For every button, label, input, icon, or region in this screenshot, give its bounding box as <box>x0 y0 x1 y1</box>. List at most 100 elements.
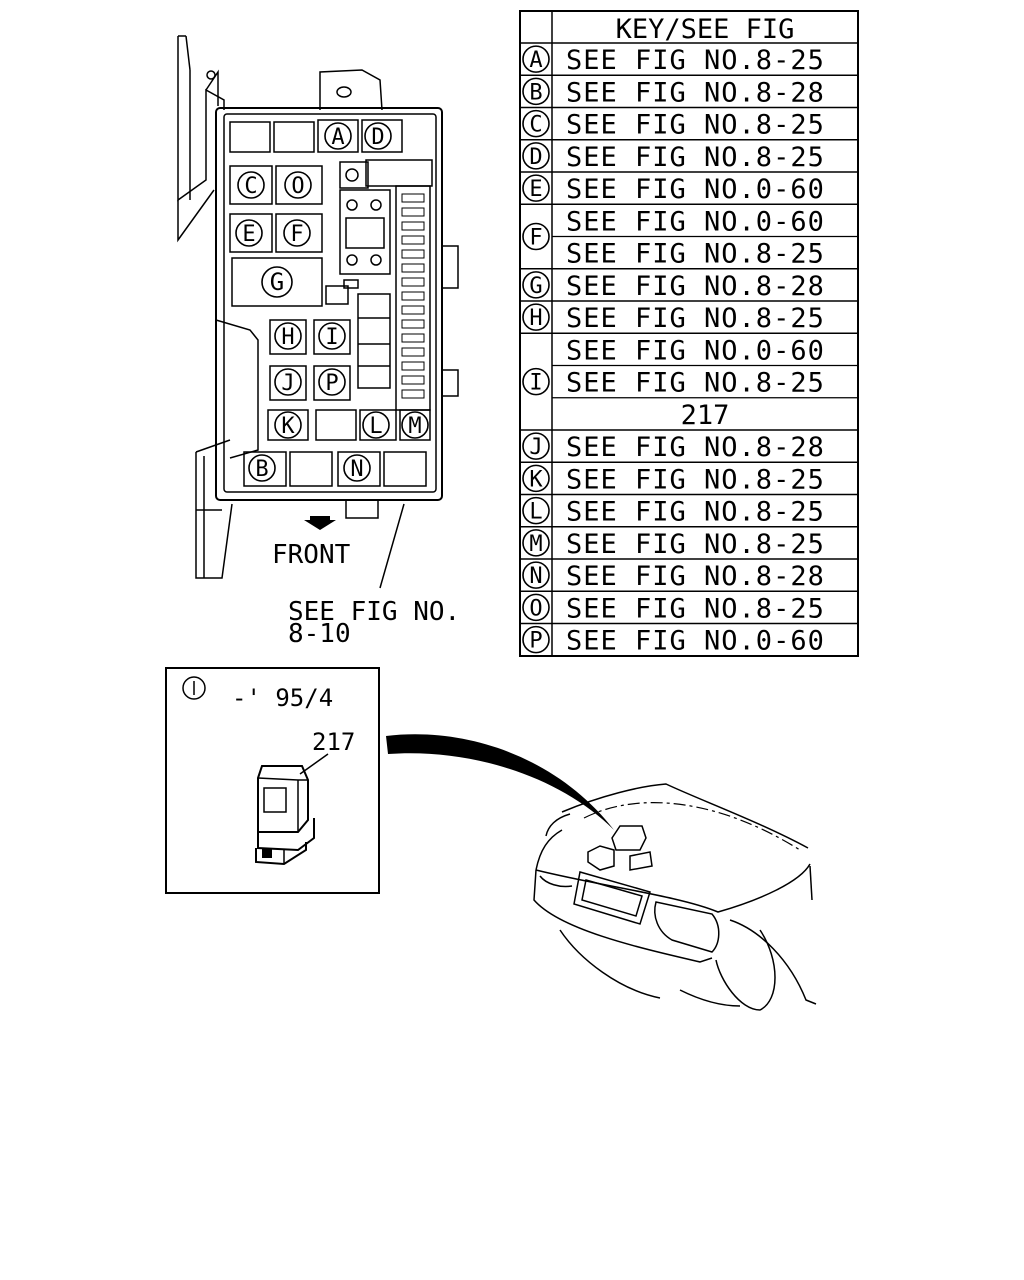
slot-letter: H <box>281 325 294 350</box>
key-letter: F <box>529 226 542 251</box>
key-circle <box>522 496 550 525</box>
fuse <box>401 361 425 371</box>
key-see-fig-ref: SEE FIG NO.8-25 <box>566 45 825 76</box>
slot-letter: N <box>350 457 363 482</box>
slot-letter: E <box>242 222 255 247</box>
key-circle <box>522 625 550 654</box>
detail-date-range: -' 95/4 <box>232 684 333 712</box>
key-letter: M <box>529 532 542 557</box>
vehicle-front-drawing <box>533 783 817 1011</box>
key-circle <box>522 367 550 396</box>
slot-label-c: C <box>237 171 265 199</box>
key-row-j: J SEE FIG NO.8-28 <box>522 432 825 463</box>
fuse <box>401 235 425 245</box>
fuse-strip <box>401 193 425 399</box>
slot-label-a: A <box>324 122 352 150</box>
slot-letter: B <box>255 457 268 482</box>
key-see-fig-ref: SEE FIG NO.8-25 <box>566 368 825 399</box>
key-letter: P <box>529 629 542 654</box>
key-see-fig-ref: SEE FIG NO.8-28 <box>566 77 825 108</box>
slot-label-h: H <box>274 322 302 350</box>
slot-letter: P <box>325 371 338 396</box>
slot-letter: C <box>244 174 257 199</box>
fuse <box>401 375 425 385</box>
key-circle <box>522 432 550 460</box>
fuse <box>401 207 425 217</box>
key-letter: G <box>529 274 542 299</box>
detail-part-number: 217 <box>312 728 355 756</box>
key-see-fig-ref: SEE FIG NO.8-25 <box>566 529 825 560</box>
fuse <box>401 277 425 287</box>
slot-label-n: N <box>343 454 371 482</box>
key-row-a: A SEE FIG NO.8-25 <box>522 45 825 76</box>
key-letter: B <box>529 80 542 105</box>
slot-label-l: L <box>362 411 390 439</box>
fuse <box>401 221 425 231</box>
slot-letter: J <box>281 371 294 396</box>
key-see-fig-ref: SEE FIG NO.8-25 <box>566 497 825 528</box>
key-circle <box>522 222 550 251</box>
slot-label-g: G <box>261 266 293 298</box>
key-letter: J <box>529 435 542 460</box>
slot-label-p: P <box>318 368 346 396</box>
fuse <box>401 249 425 259</box>
key-circle <box>522 529 550 557</box>
slot-label-f: F <box>283 219 311 247</box>
slot-letter: F <box>290 222 303 247</box>
slot-label-j: J <box>274 368 302 396</box>
slot-label-e: E <box>235 219 263 247</box>
slot-label-m: M <box>401 411 429 439</box>
key-see-fig-ref: SEE FIG NO.0-60 <box>566 626 825 657</box>
key-circle <box>522 142 550 170</box>
detail-box: I -' 95/4 217 <box>165 667 380 894</box>
key-circle <box>522 561 550 589</box>
key-see-fig-ref: SEE FIG NO.8-25 <box>566 303 825 334</box>
slot-letter: M <box>408 414 421 439</box>
relay-217-drawing <box>255 765 315 866</box>
fuse <box>401 291 425 301</box>
key-letter: C <box>529 113 542 138</box>
key-see-fig-ref: SEE FIG NO.8-28 <box>566 432 825 463</box>
fuse <box>401 347 425 357</box>
slot-letter: I <box>325 325 338 350</box>
key-see-fig-ref: SEE FIG NO.8-28 <box>566 271 825 302</box>
key-part-number: 217 <box>681 400 730 431</box>
fuse <box>401 305 425 315</box>
key-see-fig-ref: SEE FIG NO.8-25 <box>566 593 825 624</box>
slot-letter: D <box>371 125 384 150</box>
key-circle <box>522 593 550 622</box>
key-row-o: O SEE FIG NO.8-25 <box>522 593 825 624</box>
key-letter: I <box>529 371 542 396</box>
fuse <box>401 263 425 273</box>
slot-letter: L <box>369 414 382 439</box>
slot-label-i: I <box>318 322 346 350</box>
key-circle <box>522 271 550 299</box>
slot-label-o: O <box>284 171 312 199</box>
key-letter: A <box>529 48 542 73</box>
fuse <box>401 333 425 343</box>
key-see-fig-ref: SEE FIG NO.8-25 <box>566 464 825 495</box>
key-letter: E <box>529 177 542 202</box>
see-fig-note-line1: SEE FIG NO. <box>288 597 460 627</box>
key-circle <box>522 464 550 493</box>
key-table-header: KEY/SEE FIG <box>616 14 795 45</box>
slot-letter: G <box>270 268 284 296</box>
key-letter: K <box>529 467 543 492</box>
key-letter: O <box>529 596 542 621</box>
key-see-fig-ref: SEE FIG NO.0-60 <box>566 206 825 237</box>
slot-label-b: B <box>248 454 276 482</box>
key-row-b: B SEE FIG NO.8-28 <box>522 77 825 108</box>
key-circle <box>522 303 550 331</box>
key-circle <box>522 174 550 202</box>
key-row-k: K SEE FIG NO.8-25 <box>522 464 825 495</box>
key-circle <box>522 109 550 138</box>
